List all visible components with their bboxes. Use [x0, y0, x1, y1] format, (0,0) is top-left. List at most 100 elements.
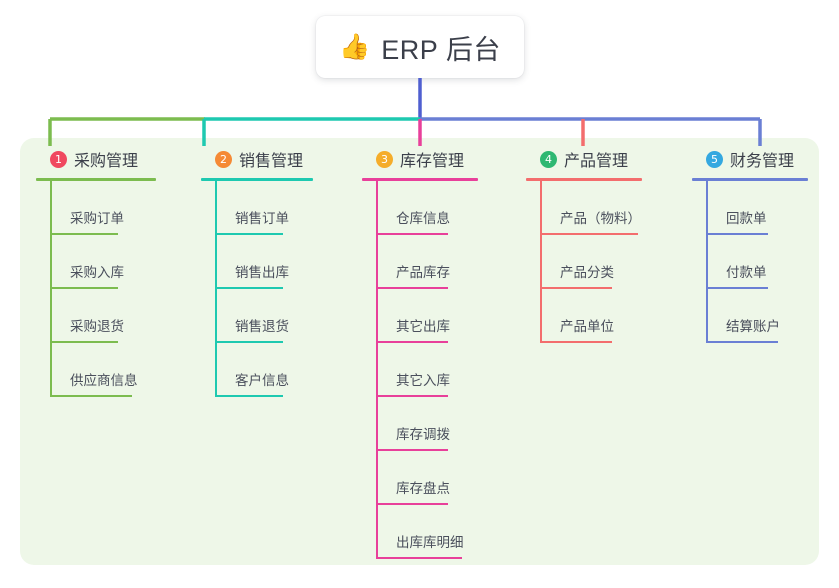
branch-item-rule: [706, 287, 768, 289]
branch-item-label: 其它出库: [396, 319, 450, 334]
branch-item[interactable]: 产品（物料）: [526, 181, 642, 235]
branch-header-5[interactable]: 5 财务管理: [692, 148, 808, 170]
branch-column-4: 4 产品管理产品（物料） 产品分类产品单位: [526, 148, 642, 343]
branch-title: 销售管理: [239, 153, 304, 170]
branch-item-label: 付款单: [726, 265, 767, 280]
branch-item-rule: [215, 233, 283, 235]
branch-column-3: 3 库存管理仓库信息产品库存其它出库其它入库库存调拨库存盘点出库库明细: [362, 148, 478, 559]
branch-item[interactable]: 仓库信息: [362, 181, 478, 235]
branch-item-rule: [376, 395, 448, 397]
branch-item[interactable]: 采购入库: [36, 235, 156, 289]
branch-item[interactable]: 结算账户: [692, 289, 808, 343]
branch-column-5: 5 财务管理回款单付款单结算账户: [692, 148, 808, 343]
branch-item[interactable]: 产品库存: [362, 235, 478, 289]
branch-number-badge: 4: [540, 150, 557, 168]
branch-header-rule: [692, 178, 808, 181]
branch-item[interactable]: 库存调拨: [362, 397, 478, 451]
branch-header-rule: [36, 178, 156, 181]
branch-number-badge: 3: [376, 150, 393, 168]
branch-item-rule: [50, 233, 118, 235]
branch-item-rule: [376, 449, 448, 451]
branch-item-label: 其它入库: [396, 373, 450, 388]
branch-header-3[interactable]: 3 库存管理: [362, 148, 478, 170]
branch-item-label: 供应商信息: [70, 373, 138, 388]
branch-item[interactable]: 库存盘点: [362, 451, 478, 505]
branch-item-rule: [50, 395, 132, 397]
branch-item-list: 回款单付款单结算账户: [692, 181, 808, 343]
branch-item-rule: [706, 341, 778, 343]
branch-item-label: 客户信息: [235, 373, 289, 388]
branch-spine: [215, 181, 217, 397]
branch-column-2: 2 销售管理销售订单销售出库销售退货客户信息: [201, 148, 313, 397]
branch-item-label: 采购退货: [70, 319, 124, 334]
branch-item-label: 回款单: [726, 211, 767, 226]
branch-item[interactable]: 产品单位: [526, 289, 642, 343]
thumbs-up-icon: 👍: [339, 32, 371, 61]
branch-item-list: 仓库信息产品库存其它出库其它入库库存调拨库存盘点出库库明细: [362, 181, 478, 559]
branch-item-list: 产品（物料） 产品分类产品单位: [526, 181, 642, 343]
branch-item[interactable]: 出库库明细: [362, 505, 478, 559]
branch-item[interactable]: 销售退货: [201, 289, 313, 343]
branch-item-label: 产品单位: [560, 319, 614, 334]
branch-column-1: 1 采购管理采购订单采购入库采购退货供应商信息: [36, 148, 156, 397]
branch-number-badge: 1: [50, 150, 67, 168]
branch-item-rule: [540, 287, 612, 289]
branch-item-label: 出库库明细: [396, 535, 464, 550]
branch-title: 产品管理: [564, 153, 629, 170]
branch-item[interactable]: 其它出库: [362, 289, 478, 343]
branch-header-4[interactable]: 4 产品管理: [526, 148, 642, 170]
branch-title: 库存管理: [400, 153, 465, 170]
branch-spine: [540, 181, 542, 343]
branch-item[interactable]: 付款单: [692, 235, 808, 289]
branch-title: 财务管理: [730, 153, 795, 170]
branch-item[interactable]: 产品分类: [526, 235, 642, 289]
branch-item-rule: [215, 287, 283, 289]
branch-item-label: 产品库存: [396, 265, 450, 280]
branch-item-label: 销售订单: [235, 211, 289, 226]
branch-header-rule: [201, 178, 313, 181]
branch-item-label: 产品分类: [560, 265, 614, 280]
branch-header-2[interactable]: 2 销售管理: [201, 148, 313, 170]
branch-number-badge: 2: [215, 150, 232, 168]
branch-item-label: 库存调拨: [396, 427, 450, 442]
branch-item-rule: [706, 233, 768, 235]
diagram-panel: [20, 138, 819, 565]
branch-spine: [706, 181, 708, 343]
branch-item-rule: [376, 341, 448, 343]
branch-item-rule: [376, 503, 448, 505]
branch-item-list: 采购订单采购入库采购退货供应商信息: [36, 181, 156, 397]
branch-number-badge: 5: [706, 150, 723, 168]
branch-item-label: 采购订单: [70, 211, 124, 226]
root-node-card[interactable]: 👍 ERP 后台: [316, 16, 524, 78]
branch-item-rule: [540, 341, 612, 343]
branch-item[interactable]: 回款单: [692, 181, 808, 235]
branch-item-label: 结算账户: [726, 319, 780, 334]
branch-item-list: 销售订单销售出库销售退货客户信息: [201, 181, 313, 397]
branch-item-rule: [50, 287, 118, 289]
branch-spine: [50, 181, 52, 397]
branch-title: 采购管理: [74, 153, 139, 170]
branch-item[interactable]: 其它入库: [362, 343, 478, 397]
branch-header-rule: [362, 178, 478, 181]
branch-item-label: 产品（物料）: [560, 211, 641, 226]
branch-item-rule: [376, 233, 448, 235]
branch-spine: [376, 181, 378, 559]
branch-item[interactable]: 供应商信息: [36, 343, 156, 397]
root-node-label: ERP 后台: [381, 34, 501, 65]
branch-item[interactable]: 采购订单: [36, 181, 156, 235]
branch-item-rule: [50, 341, 118, 343]
branch-item-rule: [376, 557, 462, 559]
branch-item-rule: [215, 395, 283, 397]
branch-item-rule: [376, 287, 448, 289]
branch-item-label: 采购入库: [70, 265, 124, 280]
branch-header-rule: [526, 178, 642, 181]
branch-item-label: 销售退货: [235, 319, 289, 334]
branch-item[interactable]: 销售出库: [201, 235, 313, 289]
branch-item[interactable]: 客户信息: [201, 343, 313, 397]
branch-item[interactable]: 销售订单: [201, 181, 313, 235]
branch-header-1[interactable]: 1 采购管理: [36, 148, 156, 170]
branch-item-label: 销售出库: [235, 265, 289, 280]
branch-item[interactable]: 采购退货: [36, 289, 156, 343]
branch-item-rule: [540, 233, 638, 235]
